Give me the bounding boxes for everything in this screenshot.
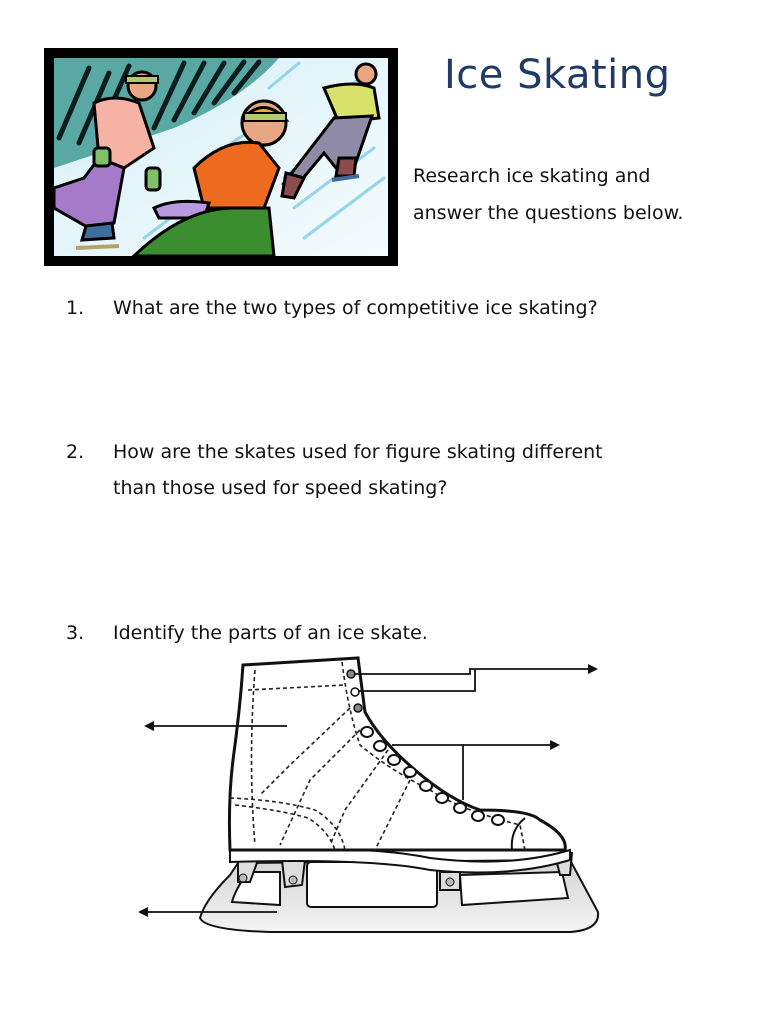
question-text: Identify the parts of an ice skate. xyxy=(113,622,428,644)
intro-line-2: answer the questions below. xyxy=(413,202,684,224)
arrow-left-icon xyxy=(144,721,154,731)
arrow-right-icon xyxy=(550,740,560,750)
arrow-left-icon xyxy=(138,907,148,917)
question-number: 1. xyxy=(66,297,85,319)
question-number: 2. xyxy=(66,441,85,463)
intro-text: Research ice skating and answer the ques… xyxy=(413,158,733,232)
ice-skaters-illustration xyxy=(44,48,398,266)
arrow-right-icon xyxy=(588,664,598,674)
ice-skate-diagram xyxy=(130,650,610,954)
skaters-clipart-icon xyxy=(54,58,388,256)
question-number: 3. xyxy=(66,622,85,644)
label-arrows xyxy=(142,668,595,913)
intro-line-1: Research ice skating and xyxy=(413,165,651,187)
question-text: What are the two types of competitive ic… xyxy=(113,297,598,319)
question-text: How are the skates used for figure skati… xyxy=(113,441,603,463)
ice-skate-icon xyxy=(138,656,600,933)
question-text-line-2: than those used for speed skating? xyxy=(113,477,448,499)
page-title: Ice Skating xyxy=(444,52,671,98)
